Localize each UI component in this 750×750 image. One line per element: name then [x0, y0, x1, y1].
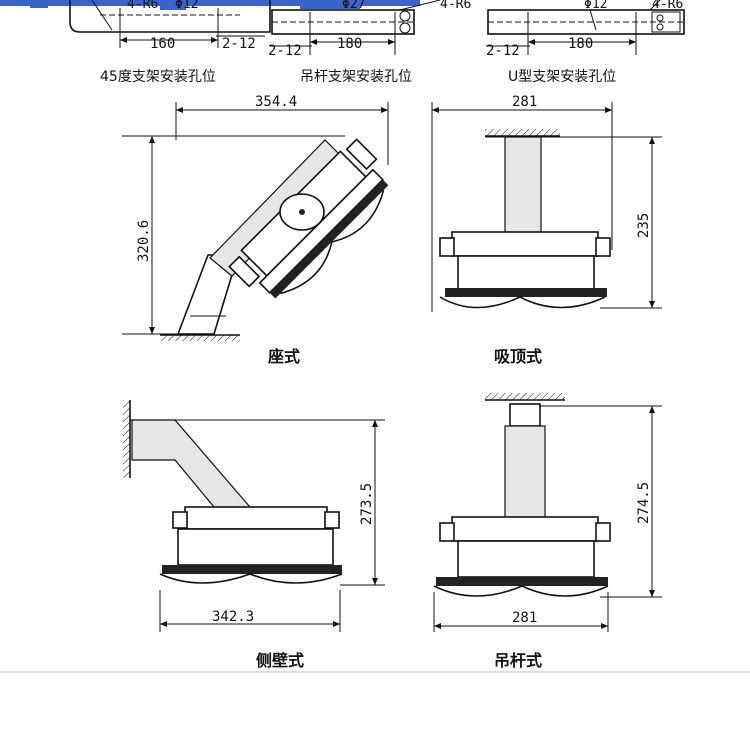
- bracket-hanger-width-label: 180: [337, 36, 362, 52]
- bracket-45-width-label: 160: [150, 36, 175, 52]
- bracket-u-width-label: 180: [568, 36, 593, 52]
- ceiling-view-drawing: [431, 102, 662, 312]
- pendant-view-drawing: [433, 393, 662, 632]
- bracket-45-slot-label: 2-12: [222, 36, 256, 52]
- ceiling-height-dim: 235: [636, 213, 652, 238]
- top-banner: [0, 0, 420, 10]
- bracket-u-slot-label: 2-12: [486, 43, 520, 59]
- wall-height-dim: 273.5: [359, 483, 375, 525]
- seat-view-title: 座式: [267, 347, 300, 366]
- bracket-45-radius-label: 4-R6: [127, 0, 158, 12]
- wall-width-dim: 342.3: [212, 609, 254, 625]
- bracket-u-hole-layout: Φ12 4-R6 180 2-12: [486, 0, 685, 59]
- wall-view-title: 侧壁式: [256, 651, 304, 670]
- bracket-hanger-caption: 吊杆支架安装孔位: [300, 69, 412, 85]
- seat-height-dim: 320.6: [136, 220, 152, 262]
- seat-width-dim: 354.4: [255, 94, 297, 110]
- bracket-u-phi-label: Φ12: [584, 0, 607, 12]
- bracket-45-caption: 45度支架安装孔位: [100, 69, 216, 85]
- bracket-hanger-slot-label: 2-12: [268, 43, 302, 59]
- bracket-hanger-phi-label: Φ27: [342, 0, 365, 12]
- bracket-u-caption: U型支架安装孔位: [508, 69, 616, 85]
- seat-view-drawing: [122, 102, 389, 341]
- bracket-45-hole-layout: 4-R6 Φ12 160 2-12: [69, 0, 271, 52]
- ceiling-width-dim: 281: [512, 94, 537, 110]
- pendant-width-dim: 281: [512, 610, 537, 626]
- bracket-u-radius-label: 4-R6: [652, 0, 683, 12]
- ceiling-view-title: 吸顶式: [494, 347, 542, 366]
- wall-view-drawing: [123, 400, 385, 632]
- bracket-hanger-radius-label: 4-R6: [440, 0, 471, 12]
- bracket-45-hole-label: Φ12: [175, 0, 198, 12]
- pendant-height-dim: 274.5: [636, 482, 652, 524]
- pendant-view-title: 吊杆式: [494, 651, 542, 670]
- bracket-hanger-hole-layout: Φ27 4-R6 180 2-12: [268, 0, 471, 59]
